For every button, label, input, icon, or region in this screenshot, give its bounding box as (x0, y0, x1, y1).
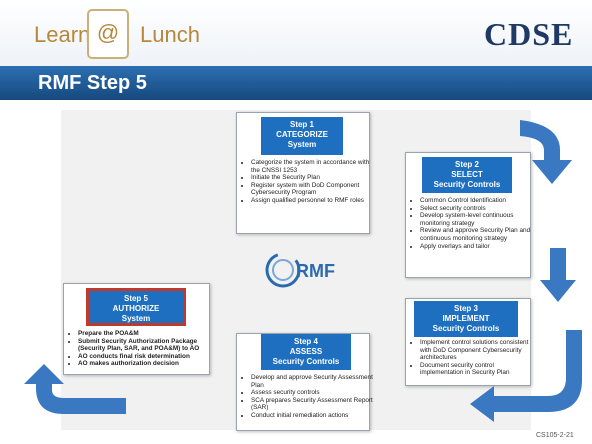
list-item: Develop system-level continuous monitori… (420, 212, 534, 227)
step1-label: Step 1 CATEGORIZE System (261, 117, 343, 155)
page-title: RMF Step 5 (38, 72, 147, 94)
title-bar: RMF Step 5 (0, 66, 592, 100)
step1-label-number: Step 1 (289, 120, 314, 129)
step3-box: Step 3 IMPLEMENT Security Controls Imple… (405, 298, 531, 386)
list-item: Submit Security Authorization Package (S… (78, 338, 216, 353)
list-item: Develop and approve Security Assessment … (251, 374, 375, 389)
list-item: Implement control solutions consistent w… (420, 339, 536, 362)
step5-box: Step 5 AUTHORIZE System Prepare the POA&… (63, 283, 210, 375)
list-item: AO makes authorization decision (78, 360, 216, 368)
step4-box: Step 4 ASSESS Security Controls Develop … (236, 333, 373, 431)
step5-label: Step 5 AUTHORIZE System (86, 288, 186, 326)
list-item: Assess security controls (251, 389, 375, 397)
arrow-top-right (520, 120, 572, 184)
rmf-logo-icon (265, 252, 301, 288)
step2-label: Step 2 SELECT Security Controls (422, 157, 512, 193)
step5-label-title: AUTHORIZE (112, 304, 160, 313)
list-item: Categorize the system in accordance with… (251, 159, 373, 174)
step3-label-sub: Security Controls (432, 324, 500, 333)
step2-label-number: Step 2 (454, 160, 479, 169)
list-item: Select security controls (420, 205, 534, 213)
step1-label-sub: System (287, 140, 317, 149)
step3-bullets: Implement control solutions consistent w… (410, 339, 536, 377)
list-item: Conduct initial remediation actions (251, 412, 375, 420)
list-item: Review and approve Security Plan and con… (420, 227, 534, 242)
list-item: Common Control Identification (420, 197, 534, 205)
slide-code: CS105-2-21 (536, 432, 574, 439)
step4-label-title: ASSESS (289, 347, 323, 356)
step2-label-sub: Security Controls (433, 180, 501, 189)
step1-box: Step 1 CATEGORIZE System Categorize the … (236, 112, 370, 234)
step4-bullets: Develop and approve Security Assessment … (241, 374, 375, 420)
step2-label-title: SELECT (451, 170, 483, 179)
arrow-right-down (540, 248, 576, 302)
rmf-center-label: RMF (296, 261, 335, 281)
step3-label: Step 3 IMPLEMENT Security Controls (414, 301, 518, 337)
learn-text: Learn (34, 22, 91, 47)
list-item: Prepare the POA&M (78, 330, 216, 338)
header-bar: Learn @ Lunch CDSE (0, 0, 592, 66)
step3-label-title: IMPLEMENT (442, 314, 490, 323)
step3-label-number: Step 3 (453, 304, 478, 313)
step1-label-title: CATEGORIZE (276, 130, 328, 139)
step4-label-number: Step 4 (293, 337, 318, 346)
at-sign-badge: @ (87, 9, 129, 59)
list-item: Register system with DoD Component Cyber… (251, 182, 373, 197)
step4-label-sub: Security Controls (272, 357, 340, 366)
step2-bullets: Common Control Identification Select sec… (410, 197, 534, 250)
step5-label-sub: System (121, 314, 151, 323)
list-item: Apply overlays and tailor (420, 243, 534, 251)
step4-label: Step 4 ASSESS Security Controls (261, 334, 351, 370)
list-item: Initiate the Security Plan (251, 174, 373, 182)
step5-label-number: Step 5 (123, 294, 148, 303)
cdse-logo: CDSE (484, 16, 574, 52)
list-item: SCA prepares Security Assessment Report … (251, 397, 375, 412)
list-item: AO conducts final risk determination (78, 353, 216, 361)
arrow-bottom-right (470, 330, 582, 422)
list-item: Document security control implementation… (420, 362, 536, 377)
lunch-text: Lunch (140, 22, 200, 47)
step1-bullets: Categorize the system in accordance with… (241, 159, 373, 205)
arrow-bottom-left (24, 364, 126, 414)
step2-box: Step 2 SELECT Security Controls Common C… (405, 152, 531, 278)
step5-bullets: Prepare the POA&M Submit Security Author… (68, 330, 216, 368)
list-item: Assign qualified personnel to RMF roles (251, 197, 373, 205)
